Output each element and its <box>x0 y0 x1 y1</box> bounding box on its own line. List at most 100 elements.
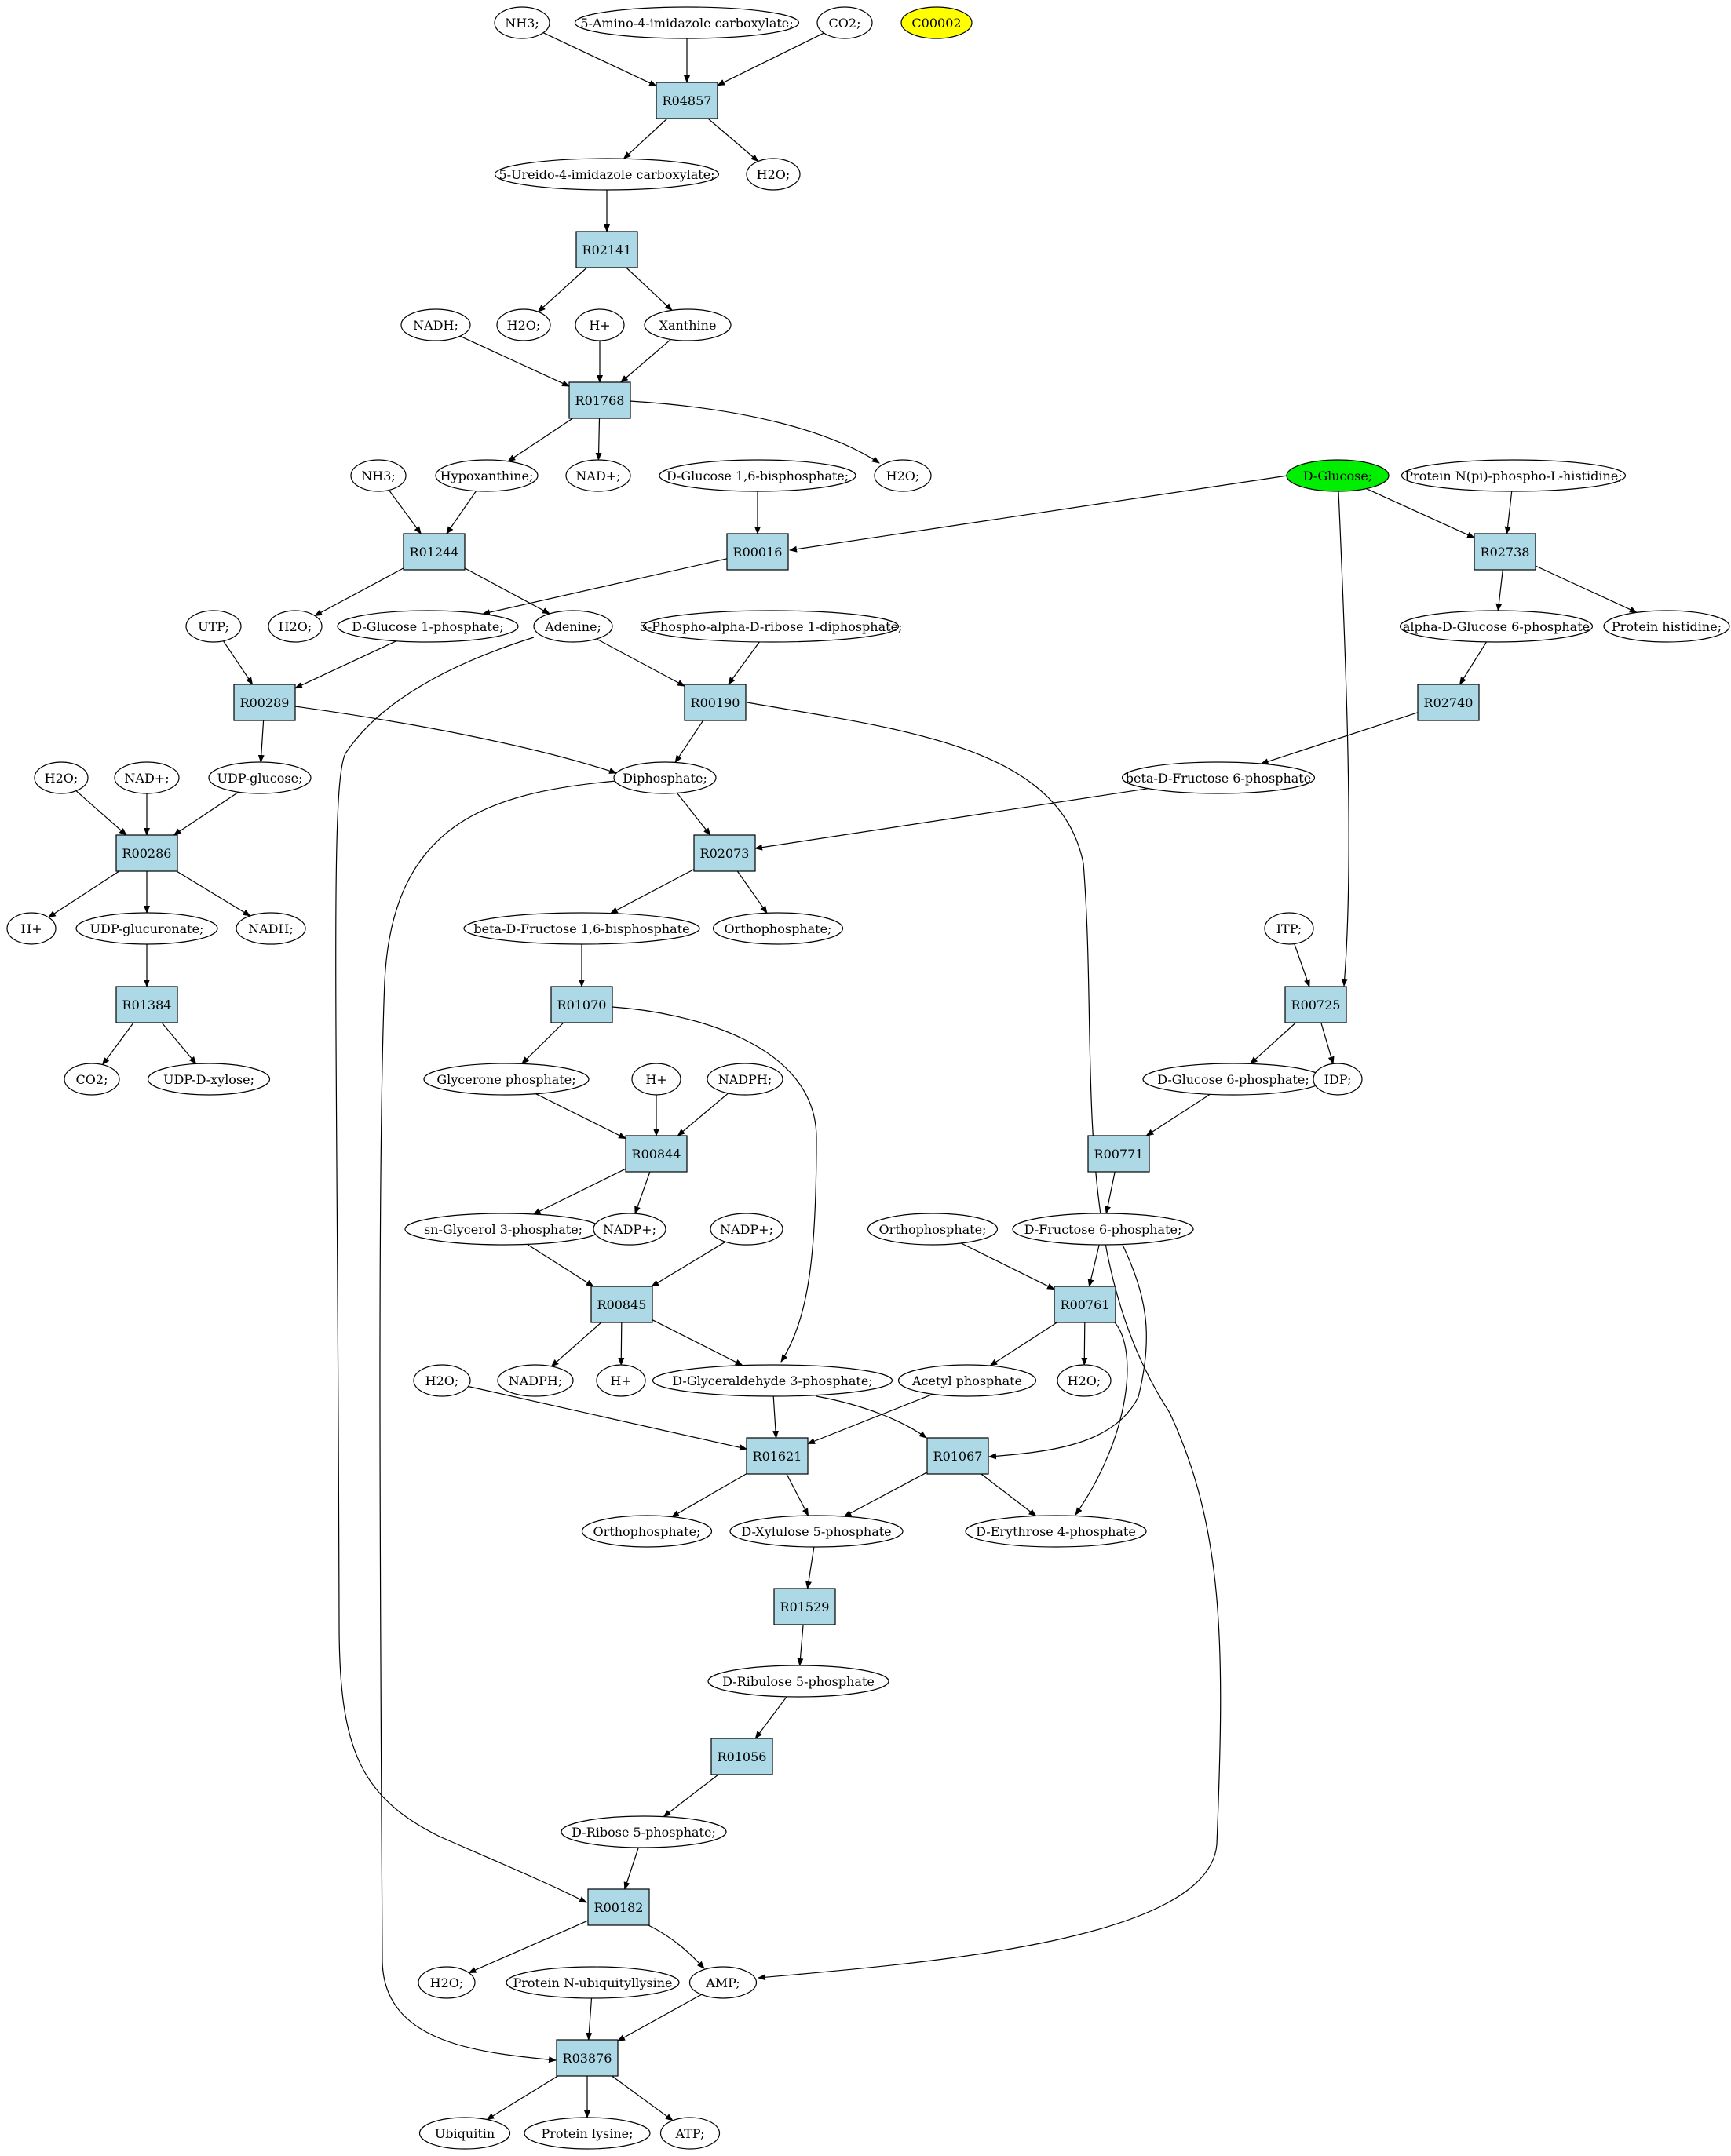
reaction-box <box>1417 684 1480 721</box>
compound-node-xu5p[interactable]: D-Xylulose 5-phosphate <box>729 1515 904 1548</box>
compound-node-nadph-2[interactable]: NADPH; <box>497 1364 574 1397</box>
reaction-node-r01621[interactable]: R01621 <box>746 1437 809 1475</box>
compound-ellipse <box>497 1364 574 1397</box>
compound-node-r5p[interactable]: D-Ribose 5-phosphate; <box>561 1815 727 1848</box>
compound-node-udpglca[interactable]: UDP-glucuronate; <box>75 912 218 945</box>
compound-ellipse <box>6 912 57 945</box>
compound-node-c00002[interactable]: C00002 <box>900 6 973 39</box>
compound-node-e4p[interactable]: D-Erythrose 4-phosphate <box>965 1515 1147 1548</box>
compound-node-orthophos-1[interactable]: Orthophosphate; <box>712 912 844 945</box>
reaction-box <box>550 986 613 1023</box>
node-label: UDP-D-xylose; <box>163 1072 254 1087</box>
compound-node-g1p[interactable]: D-Glucose 1-phosphate; <box>337 610 519 643</box>
compound-node-h2o-1[interactable]: H2O; <box>746 158 801 191</box>
edge-r00761-to-h2o_7 <box>1081 1322 1088 1366</box>
compound-node-hplus-1[interactable]: H+ <box>575 308 625 341</box>
reaction-node-r00725[interactable]: R00725 <box>1284 986 1347 1023</box>
compound-node-acetylp[interactable]: Acetyl phosphate <box>897 1364 1037 1397</box>
compound-ellipse <box>506 1966 680 1999</box>
edge-r00845-to-nadph_2 <box>550 1322 602 1367</box>
reaction-node-r01768[interactable]: R01768 <box>568 381 631 419</box>
compound-node-dglucose[interactable]: D-Glucose; <box>1286 459 1390 492</box>
compound-node-aica[interactable]: 5-Amino-4-imidazole carboxylate; <box>574 6 800 39</box>
reaction-node-r00845[interactable]: R00845 <box>590 1286 653 1323</box>
compound-node-itp[interactable]: ITP; <box>1264 912 1314 945</box>
compound-node-g16bp[interactable]: D-Glucose 1,6-bisphosphate; <box>659 459 856 492</box>
reaction-node-r01244[interactable]: R01244 <box>403 533 466 571</box>
compound-node-prpp[interactable]: 5-Phospho-alpha-D-ribose 1-diphosphate; <box>640 610 903 643</box>
compound-node-xanthine[interactable]: Xanthine <box>644 308 732 341</box>
reaction-node-r00182[interactable]: R00182 <box>587 1888 650 1926</box>
reaction-node-r02141[interactable]: R02141 <box>575 231 638 268</box>
compound-node-bfbp[interactable]: beta-D-Fructose 1,6-bisphosphate <box>463 912 700 945</box>
reaction-node-r01056[interactable]: R01056 <box>710 1738 773 1775</box>
compound-node-co2-2[interactable]: CO2; <box>64 1063 120 1096</box>
compound-node-utp[interactable]: UTP; <box>185 610 242 643</box>
reaction-node-r02073[interactable]: R02073 <box>693 834 756 872</box>
compound-node-sng3p[interactable]: sn-Glycerol 3-phosphate; <box>404 1213 602 1246</box>
compound-node-orthophos-2[interactable]: Orthophosphate; <box>867 1213 999 1246</box>
reaction-node-r03876[interactable]: R03876 <box>556 2039 619 2077</box>
compound-node-f6p[interactable]: D-Fructose 6-phosphate; <box>1012 1213 1194 1246</box>
reaction-node-r01384[interactable]: R01384 <box>115 986 178 1023</box>
compound-node-udpxyl[interactable]: UDP-D-xylose; <box>147 1063 271 1096</box>
edge-nadh_1-to-r01768 <box>459 335 570 387</box>
compound-node-nh3-1[interactable]: NH3; <box>494 6 550 39</box>
compound-node-protlys[interactable]: Protein lysine; <box>524 2117 651 2150</box>
compound-node-h2o-6[interactable]: H2O; <box>413 1364 471 1397</box>
compound-node-protnpi[interactable]: Protein N(pi)-phospho-L-histidine; <box>1401 459 1627 492</box>
compound-node-hplus-2[interactable]: H+ <box>6 912 57 945</box>
compound-node-nh3-2[interactable]: NH3; <box>350 459 407 492</box>
compound-node-amp[interactable]: AMP; <box>688 1966 758 1999</box>
reaction-node-r00016[interactable]: R00016 <box>726 533 789 571</box>
reaction-node-r01067[interactable]: R01067 <box>926 1437 989 1475</box>
compound-node-nadph-1[interactable]: NADPH; <box>707 1063 783 1096</box>
compound-node-atp[interactable]: ATP; <box>659 2117 721 2150</box>
compound-node-nadplus-2[interactable]: NAD+; <box>114 761 180 794</box>
compound-node-diphosphate[interactable]: Diphosphate; <box>613 761 717 794</box>
compound-node-ag6p[interactable]: alpha-D-Glucose 6-phosphate <box>1399 610 1594 643</box>
compound-node-h2o-2[interactable]: H2O; <box>496 308 551 341</box>
reaction-node-r02738[interactable]: R02738 <box>1474 533 1536 571</box>
compound-node-h2o-3[interactable]: H2O; <box>874 459 932 492</box>
compound-node-uica[interactable]: 5-Ureido-4-imidazole carboxylate; <box>494 158 720 191</box>
compound-node-nadplus-1[interactable]: NAD+; <box>565 459 631 492</box>
compound-node-nadh-2[interactable]: NADH; <box>236 912 306 945</box>
compound-node-adenine[interactable]: Adenine; <box>533 610 613 643</box>
compound-node-orthophos-3[interactable]: Orthophosphate; <box>581 1515 713 1548</box>
reaction-node-r02740[interactable]: R02740 <box>1417 684 1480 721</box>
compound-node-h2o-7[interactable]: H2O; <box>1057 1364 1112 1397</box>
reaction-node-r00844[interactable]: R00844 <box>625 1135 688 1173</box>
compound-node-ru5p[interactable]: D-Ribulose 5-phosphate <box>707 1665 889 1698</box>
reaction-node-r00286[interactable]: R00286 <box>115 834 178 872</box>
compound-node-protnublys[interactable]: Protein N-ubiquityllysine <box>506 1966 680 1999</box>
compound-node-hplus-4[interactable]: H+ <box>596 1364 646 1397</box>
compound-node-udpglc[interactable]: UDP-glucose; <box>208 761 312 794</box>
compound-node-idp[interactable]: IDP; <box>1313 1063 1363 1096</box>
compound-node-bf6p[interactable]: beta-D-Fructose 6-phosphate <box>1121 761 1316 794</box>
compound-node-ubiquitin[interactable]: Ubiquitin <box>418 2117 511 2150</box>
compound-node-co2-1[interactable]: CO2; <box>816 6 873 39</box>
compound-node-h2o-5[interactable]: H2O; <box>34 761 89 794</box>
compound-node-nadpplus-2[interactable]: NADP+; <box>710 1213 783 1246</box>
compound-node-glyceronep[interactable]: Glycerone phosphate; <box>423 1063 590 1096</box>
reaction-node-r01529[interactable]: R01529 <box>773 1588 836 1625</box>
reaction-node-r00771[interactable]: R00771 <box>1087 1135 1150 1173</box>
compound-node-hypoxanthine[interactable]: Hypoxanthine; <box>435 459 539 492</box>
reaction-node-r00761[interactable]: R00761 <box>1054 1286 1116 1323</box>
reaction-node-r04857[interactable]: R04857 <box>656 82 718 119</box>
compound-node-nadh-1[interactable]: NADH; <box>400 308 471 341</box>
compound-node-h2o-4[interactable]: H2O; <box>268 610 323 643</box>
reaction-node-r00289[interactable]: R00289 <box>233 684 296 721</box>
reaction-node-r01070[interactable]: R01070 <box>550 986 613 1023</box>
compound-node-gap[interactable]: D-Glyceraldehyde 3-phosphate; <box>652 1364 893 1397</box>
compound-node-nadpplus-1[interactable]: NADP+; <box>593 1213 666 1246</box>
compound-node-g6p[interactable]: D-Glucose 6-phosphate; <box>1142 1063 1324 1096</box>
compound-node-h2o-8[interactable]: H2O; <box>418 1966 476 1999</box>
compound-node-hplus-3[interactable]: H+ <box>631 1063 681 1096</box>
reaction-node-r00190[interactable]: R00190 <box>684 684 747 721</box>
edge-r01621-to-orthophos_3 <box>671 1473 747 1518</box>
compound-ellipse <box>423 1063 590 1096</box>
edge-r00182-to-h2o_8 <box>468 1920 589 1974</box>
compound-node-prothis[interactable]: Protein histidine; <box>1603 610 1730 643</box>
